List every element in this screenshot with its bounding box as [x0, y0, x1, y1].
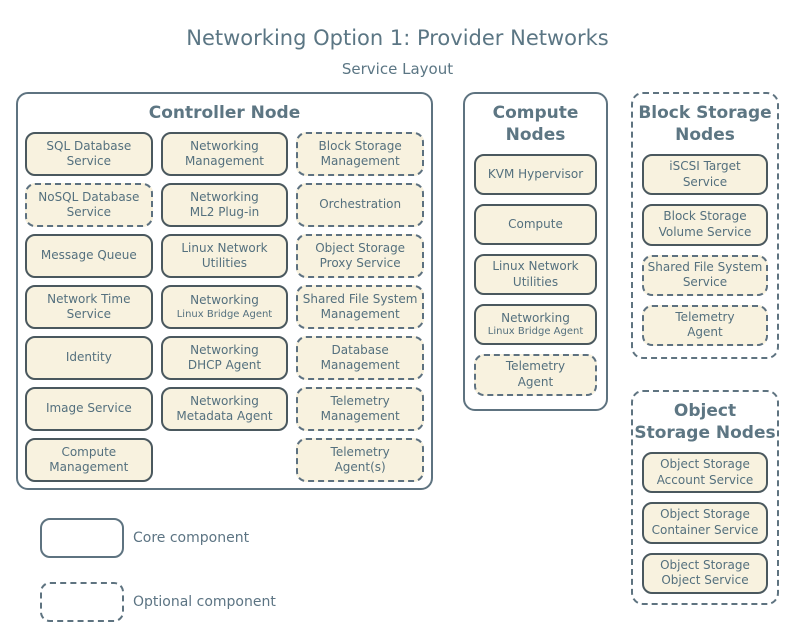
- service-box: Compute: [474, 204, 597, 246]
- page-title: Networking Option 1: Provider Networks: [186, 26, 609, 50]
- legend-optional-swatch: [40, 582, 124, 622]
- legend-core-label: Core component: [133, 530, 250, 546]
- service-box: Network Time Service: [25, 285, 153, 330]
- service-box: Object Storage Object Service: [642, 552, 768, 594]
- service-box: Networking ML2 Plug-in: [160, 183, 289, 228]
- service-box: Telemetry Agent(s): [296, 438, 424, 483]
- service-box: Linux Network Utilities: [474, 254, 597, 296]
- service-box: Networking DHCP Agent: [160, 336, 289, 381]
- legend-core-swatch: [40, 518, 124, 558]
- service-box: Telemetry Agent: [474, 354, 597, 396]
- service-box: Object Storage Account Service: [642, 452, 768, 494]
- service-box-empty: [161, 438, 289, 482]
- service-box: Linux Network Utilities: [160, 234, 289, 279]
- service-box: Message Queue: [25, 234, 153, 279]
- service-box: Image Service: [25, 387, 153, 432]
- group-title-controller-node: Controller Node: [148, 103, 301, 123]
- page-subtitle: Service Layout: [341, 60, 454, 78]
- legend-optional-label: Optional component: [133, 594, 276, 610]
- service-box: Shared File System Service: [642, 254, 768, 296]
- service-box: Database Management: [296, 336, 424, 381]
- service-box: Block Storage Volume Service: [642, 204, 768, 246]
- service-box: Networking Metadata Agent: [160, 387, 289, 432]
- service-box-sublabel: Linux Bridge Agent: [176, 308, 273, 320]
- service-box: Object Storage Proxy Service: [296, 234, 424, 279]
- service-box-sublabel: Linux Bridge Agent: [487, 326, 584, 338]
- service-box: Shared File System Management: [296, 285, 424, 330]
- service-box: Compute Management: [25, 438, 153, 483]
- service-box: SQL Database Service: [25, 132, 153, 177]
- group-title-block-storage-nodes: Block Storage Nodes: [638, 103, 772, 146]
- group-block-storage-nodes: Block Storage Nodes iSCSI Target Service…: [631, 92, 779, 359]
- service-box: Block Storage Management: [296, 132, 424, 177]
- service-box: KVM Hypervisor: [474, 154, 597, 196]
- service-box: Telemetry Management: [296, 387, 424, 432]
- service-box: iSCSI Target Service: [642, 154, 768, 196]
- service-box: Object Storage Container Service: [642, 502, 768, 544]
- service-box: NoSQL Database Service: [25, 183, 153, 228]
- service-box: Identity: [25, 336, 153, 381]
- group-object-storage-nodes: Object Storage Nodes Object Storage Acco…: [631, 390, 779, 605]
- group-title-object-storage-nodes: Object Storage Nodes: [634, 401, 776, 444]
- service-box: Networking Management: [160, 132, 289, 177]
- group-title-compute-nodes: Compute Nodes: [492, 103, 579, 146]
- service-box: Orchestration: [296, 183, 424, 228]
- service-box: Telemetry Agent: [642, 304, 768, 346]
